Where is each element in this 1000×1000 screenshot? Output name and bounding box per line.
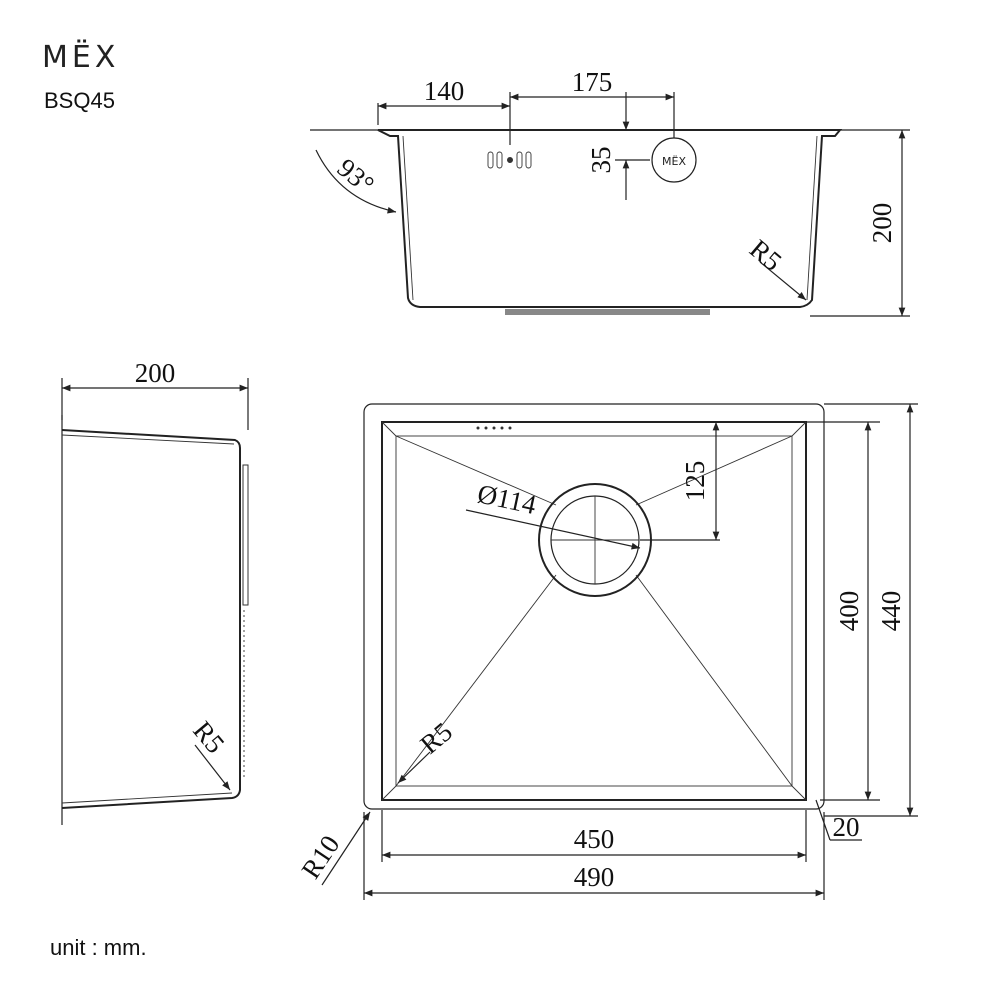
top-view-inner-bowl [381, 421, 807, 801]
overflow-dots [476, 426, 512, 430]
angle-arc [315, 149, 397, 214]
dim-440: 440 [876, 591, 906, 632]
dim-front-height-200: 200 [867, 203, 897, 244]
dim-35: 35 [586, 147, 616, 174]
dim-175: 175 [572, 67, 613, 97]
side-view-body [61, 429, 241, 809]
top-view-outer-flange [363, 403, 825, 810]
brand-logo: MËX [42, 40, 120, 75]
slope-line [635, 574, 793, 787]
sink-logo-text: MËX [662, 155, 686, 168]
front-view-inner-edge [806, 135, 818, 301]
slope-line [395, 574, 557, 787]
front-view: MËX 140 175 35 93° 200 R5 [310, 67, 910, 317]
dim-125: 125 [680, 461, 710, 502]
side-view: 200 R5 [61, 358, 249, 825]
dim-side-r5: R5 [187, 716, 230, 759]
slope-line [395, 435, 557, 506]
dim-140: 140 [424, 76, 465, 106]
dim-r10: R10 [296, 830, 346, 884]
unit-note: unit : mm. [50, 935, 147, 960]
overflow-slot-icon [487, 151, 532, 169]
dim-line-drain [465, 509, 641, 550]
top-view-bowl-floor [395, 435, 793, 787]
dim-20: 20 [833, 812, 860, 842]
dim-side-200: 200 [135, 358, 176, 388]
dim-490: 490 [574, 862, 615, 892]
dim-450: 450 [574, 824, 615, 854]
dim-400: 400 [834, 591, 864, 632]
side-view-overflow-pipe [242, 464, 249, 606]
top-view: Ø114 125 R5 400 440 20 450 [296, 403, 918, 900]
front-view-body [377, 129, 843, 308]
model-number: BSQ45 [44, 88, 115, 113]
slope-line [635, 435, 793, 506]
front-view-drain-bracket [505, 309, 710, 315]
dim-angle-93: 93° [332, 152, 380, 199]
dim-front-r5: R5 [744, 233, 787, 276]
front-view-inner-edge [402, 135, 414, 301]
